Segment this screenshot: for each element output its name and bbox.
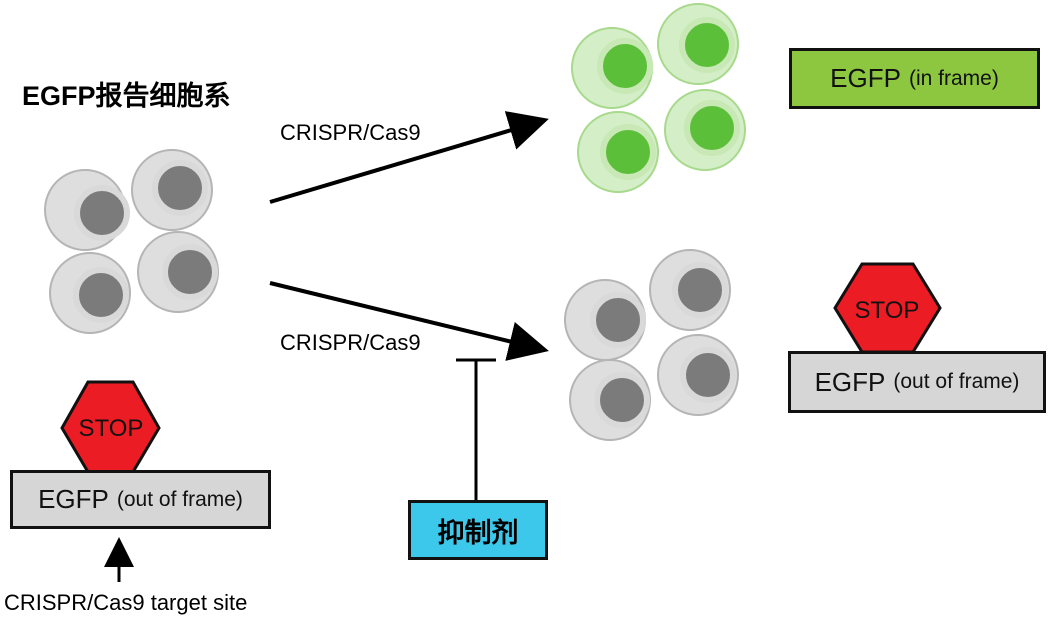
egfp-label: EGFP — [38, 484, 109, 514]
cell-gray — [49, 252, 131, 334]
arrow-label-top: CRISPR/Cas9 — [280, 120, 421, 145]
egfp-out-of-frame-box-left: EGFP (out of frame) — [10, 470, 271, 529]
cell-gray — [564, 279, 646, 361]
gray-cell-cluster-right — [564, 249, 739, 441]
target-site-label: CRISPR/Cas9 target site — [4, 590, 248, 615]
stop-sign-right: STOP — [833, 262, 942, 354]
egfp-in-frame-box: EGFP (in frame) — [789, 48, 1040, 109]
cell-gray — [44, 169, 130, 251]
arrow-to-green-cells — [269, 111, 549, 204]
stop-label-right: STOP — [855, 297, 920, 324]
cell-green — [577, 111, 659, 193]
arrow-to-gray-cells — [269, 281, 549, 361]
egfp-label: EGFP — [830, 63, 901, 93]
cell-gray — [649, 249, 731, 331]
inhibition-bar — [456, 358, 496, 500]
diagram-title: EGFP报告细胞系 — [22, 81, 231, 111]
inhibitor-box: 抑制剂 — [408, 500, 548, 560]
cell-gray — [657, 334, 739, 416]
egfp-label: EGFP — [814, 366, 886, 397]
frame-label: (out of frame) — [116, 487, 243, 511]
frame-label: (out of frame) — [893, 370, 1020, 393]
cell-gray — [131, 149, 213, 231]
egfp-out-of-frame-box-right: EGFP (out of frame) — [788, 351, 1046, 413]
cell-green — [657, 3, 739, 85]
left-cell-cluster — [44, 149, 219, 334]
stop-label-left: STOP — [79, 415, 144, 442]
stop-sign-left: STOP — [60, 380, 161, 474]
frame-label: (in frame) — [908, 66, 999, 90]
cell-gray — [137, 231, 219, 313]
green-cell-cluster — [571, 3, 746, 193]
cell-green — [664, 89, 746, 171]
cell-green — [571, 27, 653, 109]
arrow-label-bottom: CRISPR/Cas9 — [280, 330, 421, 355]
cell-gray — [569, 359, 651, 441]
